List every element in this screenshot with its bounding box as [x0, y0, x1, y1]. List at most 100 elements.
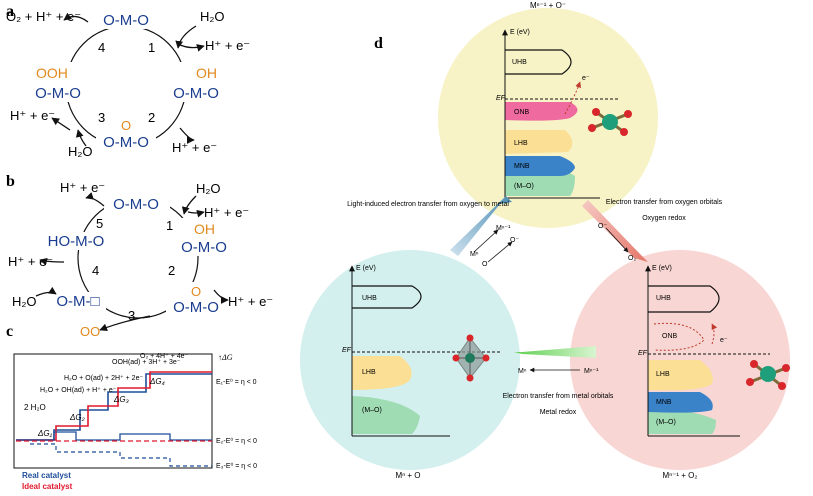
molecule-top: [588, 108, 632, 136]
metal-redox-text: Metal redox: [540, 409, 577, 416]
arrow-a-water-in-2: [75, 129, 87, 147]
arrow-b-h-out-2: [213, 289, 229, 304]
arrow-light-induced: [450, 196, 512, 256]
arrow-ro2: O₂: [628, 255, 636, 262]
fermi-label-left: EF: [342, 347, 352, 354]
oxygen-atom: [746, 378, 754, 386]
right-state-title: Mⁿ⁻¹ + O₂: [663, 471, 698, 480]
oxygen-atom: [466, 334, 474, 342]
arrow-lm1: Mⁿ: [470, 251, 479, 258]
site-b-top: O-M-O: [113, 196, 159, 213]
arrow-a-o2: [63, 12, 89, 23]
metal-atom-right: [760, 366, 776, 382]
arrow-lo1: O: [482, 261, 488, 268]
arrow-ro1: O⁻: [598, 223, 607, 230]
band-onb-top: [505, 102, 578, 121]
light-induced-text: Light-induced electron transfer from oxy…: [347, 201, 509, 208]
oxygen-atom: [750, 360, 758, 368]
band-mo-right: [648, 409, 716, 434]
step-b-2: 2: [168, 263, 175, 278]
step-b-3: 3: [128, 308, 135, 323]
uhb-label-top: UHB: [512, 59, 527, 66]
band-uhb-right: [648, 285, 720, 313]
band-uhb-left: [352, 285, 422, 309]
arrow-a-h-out-3: [51, 117, 71, 131]
equation-e3: E₃-E⁰ = η < 0: [216, 462, 257, 470]
oxygen-atom: [782, 364, 790, 372]
top-state-title: Mⁿ⁻¹ + O⁻: [530, 1, 566, 10]
oxygen-transfer-text: Electron transfer from oxygen orbitals: [606, 199, 723, 206]
arrow-b-h-out-5: [85, 192, 105, 207]
dg-label-2: ΔG₂: [69, 413, 85, 422]
product-o2-a: O₂ + H⁺ + e⁻: [6, 9, 81, 24]
electron-label-top: e⁻: [582, 75, 590, 82]
step-a-2: 2: [148, 110, 155, 125]
adsorbate-o-b: O: [191, 284, 201, 299]
band-mo-left: [352, 396, 420, 434]
band-mnb-right: [648, 392, 713, 413]
state-ground: E (eV) EF UHB LHB (M–O): [300, 250, 520, 470]
arrow-a-h-out-2: [179, 127, 195, 144]
site-b-vacancy: O-M-□: [56, 293, 99, 310]
arrow-b-oo-out: [99, 315, 151, 332]
water-b-top: H₂O: [196, 181, 221, 196]
water-b-left: H₂O: [12, 294, 37, 309]
electron-label-right: e⁻: [720, 337, 728, 344]
panel-label-c: c: [6, 323, 13, 340]
product-b-right-top: H⁺ + e⁻: [204, 205, 249, 220]
onb-label-top: ONB: [514, 109, 530, 116]
fermi-label-top: EF: [496, 95, 506, 102]
axis-label-top: E (eV): [510, 29, 530, 36]
product-b-top-left: H⁺ + e⁻: [60, 180, 105, 195]
product-a-right-top: H⁺ + e⁻: [205, 38, 250, 53]
metal-atom-left: [465, 353, 475, 363]
lhb-label-right: LHB: [656, 371, 670, 378]
species-water: 2 H₂O: [24, 403, 46, 412]
arrow-bm2: Mⁿ⁻¹: [584, 368, 599, 375]
site-a-bottom: O-M-O: [103, 134, 149, 151]
site-b-bottom: O-M-O: [173, 299, 219, 316]
oxygen-atom: [778, 382, 786, 390]
adsorbate-ooh-a: OOH: [36, 65, 68, 81]
arrow-a-water-in: [175, 25, 197, 49]
panel-b: b O-M-O OH O-M-O HO-M-O O-M-□ O O-M-O 5 …: [6, 173, 273, 339]
band-lhb-left: [352, 356, 412, 390]
caption-light-induced: Light-induced electron transfer from oxy…: [347, 201, 509, 208]
oxygen-atom: [482, 354, 490, 362]
band-uhb-top: [505, 49, 572, 75]
mnb-label-right: MNB: [656, 399, 672, 406]
state-oxygen-hole: E (eV) EF UHB ONB LHB MNB (M–O) e⁻: [438, 8, 658, 228]
fermi-label-right: EF: [638, 350, 648, 357]
energy-path-ideal: [16, 371, 212, 441]
energy-path-e3: [30, 443, 212, 467]
arrow-bm1: Mⁿ: [518, 368, 527, 375]
step-b-1: 1: [166, 218, 173, 233]
band-lhb-top: [505, 130, 573, 154]
arrow-a-h-out-1: [177, 43, 205, 52]
arrow-b-water-in: [181, 195, 197, 215]
arrow-b-water-in-4: [35, 286, 57, 297]
equation-e1: E₁-E⁰ = η < 0: [216, 378, 257, 386]
arrow-lo2: O⁻: [510, 237, 519, 244]
site-b-right: O-M-O: [181, 239, 227, 256]
band-lhb-right: [648, 360, 713, 391]
species-o: H₂O + O(ad) + 2H⁺ + 2e⁻: [64, 375, 143, 382]
oxygen-atom: [592, 108, 600, 116]
reaction-arrow-metal-left: [473, 229, 499, 253]
uhb-label-left: UHB: [362, 295, 377, 302]
arrow-oxygen-redox: [582, 200, 648, 262]
panel-a: a O-M-O OH O-M-O OOH O-M-O O O-M-O 1 2 3…: [6, 3, 250, 159]
axis-dg-label: ↑ΔG: [218, 353, 233, 362]
water-a-bottom: H₂O: [68, 144, 93, 159]
dg-label-4: ΔG₄: [149, 377, 165, 386]
step-b-4: 4: [92, 263, 99, 278]
band-mnb-top: [505, 156, 575, 176]
reaction-arrow-oxygen-right: [605, 227, 629, 253]
energy-plot-frame: [13, 353, 213, 469]
panel-label-b: b: [6, 173, 15, 190]
electron-arrow-top: [564, 81, 582, 115]
arrow-lm2: Mⁿ⁻¹: [496, 225, 511, 232]
axis-label-right: E (eV): [652, 265, 672, 272]
arrow-b-h-out-4: [39, 257, 65, 266]
